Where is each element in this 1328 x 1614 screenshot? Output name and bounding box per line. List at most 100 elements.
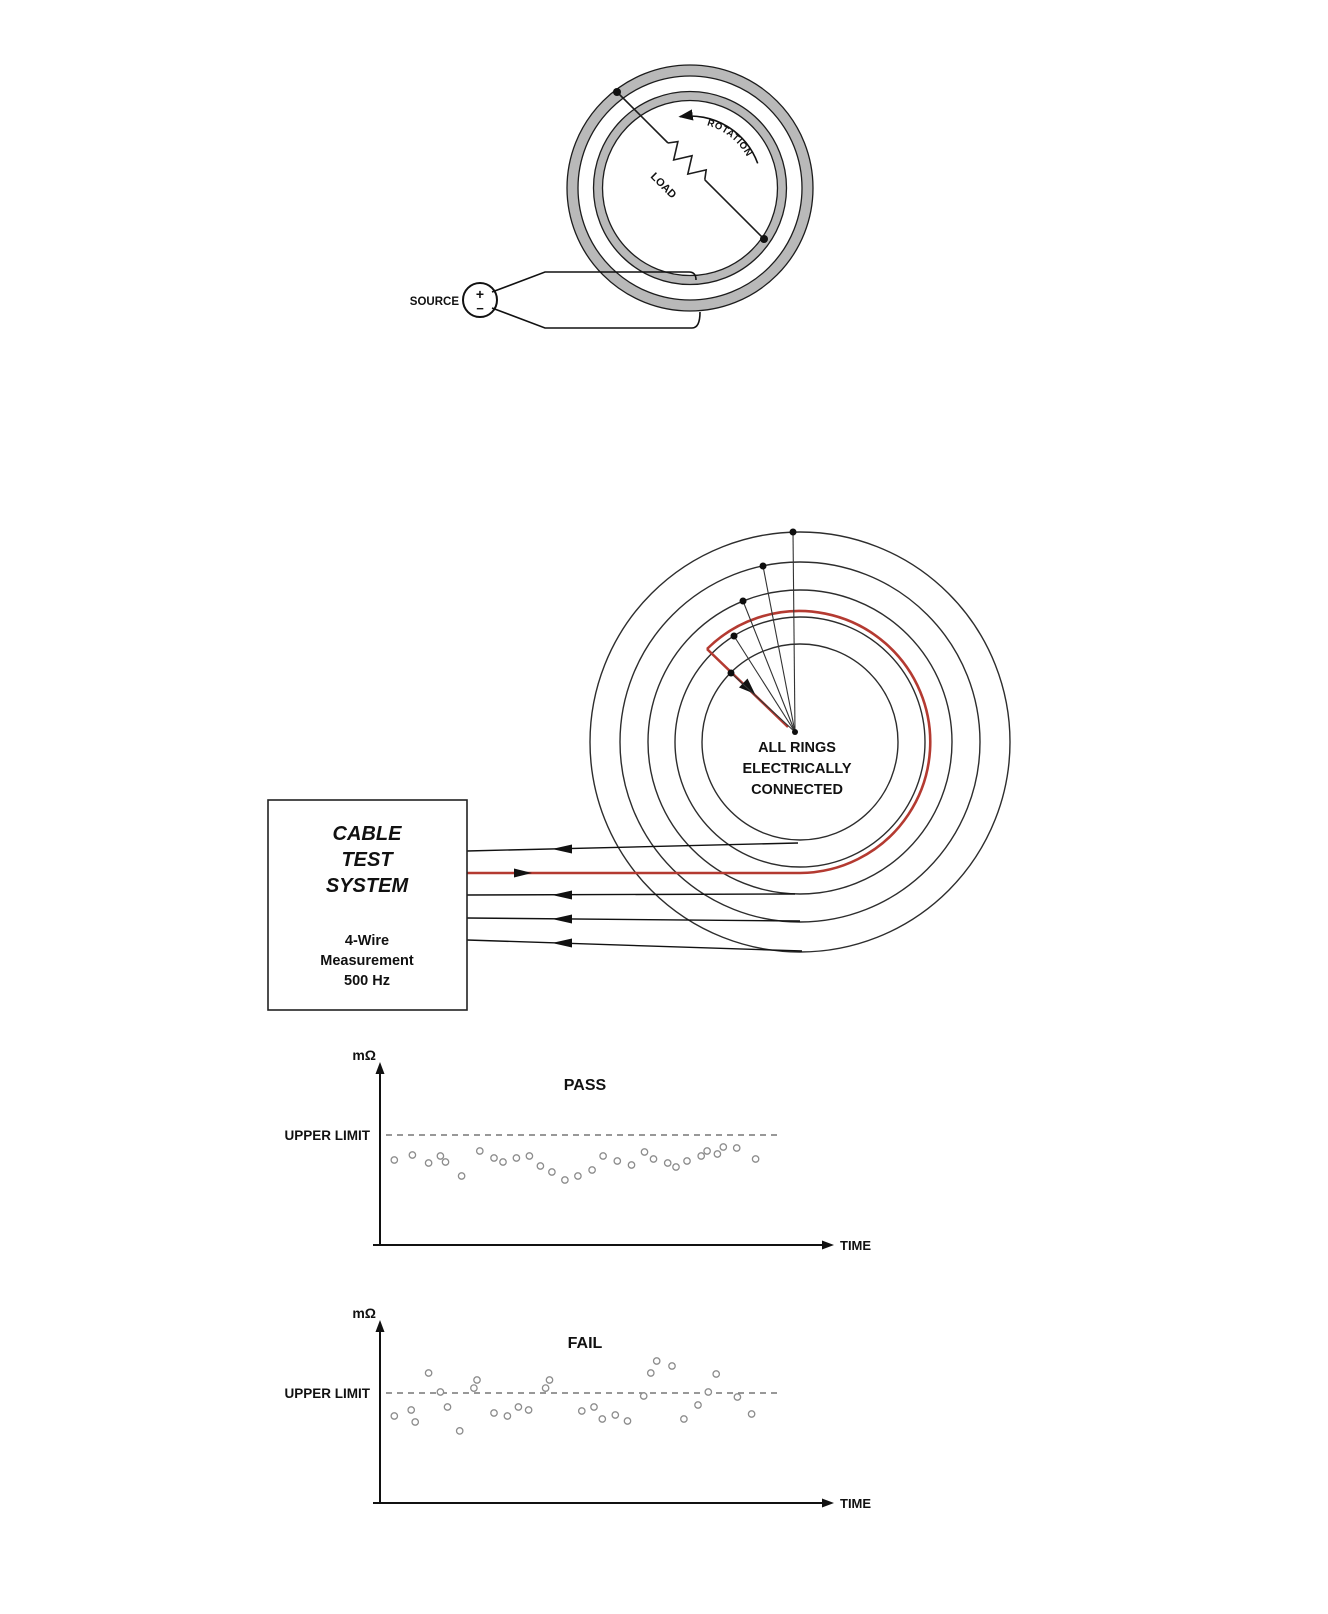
x-axis-arrow-icon	[822, 1240, 834, 1250]
rings-caption-line: CONNECTED	[751, 782, 843, 798]
ring-4	[674, 616, 926, 868]
data-point	[455, 1427, 464, 1435]
data-point	[732, 1144, 741, 1152]
data-point	[490, 1154, 498, 1162]
lead-4	[466, 917, 801, 922]
data-point	[503, 1412, 512, 1420]
data-point	[588, 1166, 596, 1174]
ring-contact-dot	[727, 669, 735, 677]
source-wire-bottom	[491, 307, 701, 329]
x-axis-label: TIME	[840, 1496, 871, 1511]
data-point	[712, 1370, 721, 1378]
data-point	[599, 1152, 607, 1160]
x-axis-label: TIME	[840, 1238, 871, 1253]
data-point	[436, 1388, 445, 1396]
chart-title: PASS	[564, 1077, 607, 1094]
data-point	[713, 1150, 722, 1158]
brush-line-lower	[704, 179, 765, 240]
data-point	[672, 1163, 680, 1171]
source-plus-sign: +	[476, 286, 484, 302]
ring-5	[701, 643, 899, 841]
inner-ring-band	[593, 91, 787, 285]
data-point	[652, 1357, 661, 1365]
lead-arrow-icon	[552, 938, 572, 948]
data-point	[697, 1152, 706, 1160]
ring-contact-dot	[789, 528, 797, 536]
data-point	[545, 1376, 554, 1384]
rotation-label: ROTATION	[706, 117, 754, 158]
ring-contact-dot	[730, 632, 738, 640]
data-point	[751, 1155, 760, 1163]
data-point	[514, 1403, 523, 1411]
slip-ring-diagram: LOAD ROTATION + − SOURCE	[410, 64, 814, 329]
radial-wire	[733, 635, 796, 733]
data-point	[649, 1155, 658, 1163]
box-subtitle-line: 500 Hz	[344, 973, 390, 989]
measurement-leads	[466, 842, 803, 952]
ring-contact-dot	[739, 597, 747, 605]
data-point	[703, 1147, 711, 1155]
y-axis-arrow-icon	[375, 1320, 385, 1332]
rings-caption-line: ALL RINGS	[758, 740, 836, 756]
data-point	[613, 1157, 622, 1165]
y-axis-unit-label: mΩ	[352, 1305, 376, 1321]
lead-5	[466, 939, 803, 952]
pass-chart: mΩ TIME UPPER LIMIT PASS	[284, 1047, 871, 1253]
data-point	[747, 1410, 756, 1418]
source-wire-top	[491, 271, 697, 293]
y-axis-unit-label: mΩ	[352, 1047, 376, 1063]
source-symbol: + − SOURCE	[410, 282, 498, 318]
data-point	[590, 1403, 598, 1411]
brush-contact-dot	[613, 88, 621, 96]
cable-test-system-box: CABLE TEST SYSTEM 4-Wire Measurement 500…	[267, 799, 468, 1011]
lead-arrow-icon	[552, 844, 572, 854]
data-point	[598, 1415, 607, 1423]
brush-line-upper	[616, 91, 669, 144]
fail-chart: mΩ TIME UPPER LIMIT FAIL	[284, 1305, 871, 1511]
outer-ring-band	[567, 65, 813, 311]
load-resistor-icon	[667, 140, 708, 180]
upper-limit-label: UPPER LIMIT	[284, 1386, 370, 1401]
data-point	[733, 1393, 742, 1401]
data-point	[668, 1362, 676, 1370]
common-node-dot	[792, 729, 798, 735]
y-axis-arrow-icon	[375, 1062, 385, 1074]
data-point	[475, 1147, 484, 1155]
data-point	[574, 1172, 582, 1180]
current-direction-arrow-icon	[739, 678, 755, 694]
cable-test-diagram: ALL RINGS ELECTRICALLY CONNECTED CABLE T…	[267, 528, 1011, 1011]
data-point	[627, 1161, 636, 1169]
outer-ring-inner-edge	[577, 75, 803, 301]
ring-3	[647, 589, 953, 895]
outer-slip-ring	[566, 64, 814, 312]
data-point	[424, 1369, 433, 1377]
data-point	[490, 1409, 498, 1417]
box-title-line: TEST	[341, 849, 394, 871]
ring-1	[589, 531, 1011, 953]
radial-wire	[792, 531, 796, 733]
rings-caption: ALL RINGS ELECTRICALLY CONNECTED	[742, 740, 851, 798]
data-point	[541, 1384, 550, 1392]
rings-caption-line: ELECTRICALLY	[742, 761, 851, 777]
data-point	[424, 1159, 433, 1167]
data-point	[640, 1148, 649, 1156]
data-point	[683, 1157, 691, 1165]
data-point	[577, 1407, 586, 1415]
box-title-line: SYSTEM	[326, 875, 410, 897]
red-current-loop	[467, 609, 932, 875]
data-point	[663, 1159, 672, 1167]
radial-wire	[762, 565, 796, 733]
brush-contact-dot	[760, 235, 768, 243]
ring-contact-dot	[759, 562, 767, 570]
data-point	[390, 1412, 399, 1420]
box-outline	[267, 799, 468, 1011]
data-point	[441, 1158, 450, 1166]
data-point	[524, 1406, 533, 1414]
outer-ring-outer-edge	[566, 64, 814, 312]
data-point	[623, 1417, 632, 1425]
radial-wire	[730, 672, 796, 733]
data-point	[470, 1384, 478, 1392]
ring-common-connections	[727, 528, 798, 735]
data-point	[408, 1151, 417, 1159]
lead-arrow-icon	[552, 890, 572, 900]
